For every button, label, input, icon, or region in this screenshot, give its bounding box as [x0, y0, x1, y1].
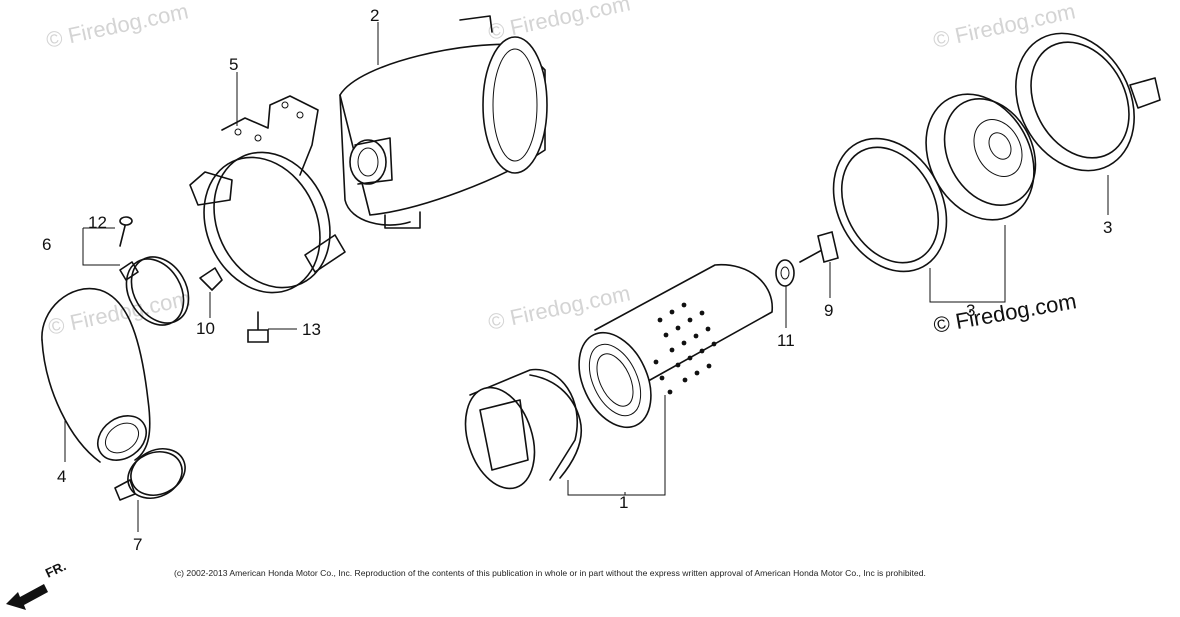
fr-label: FR. [43, 558, 68, 580]
part-7-hose-clamp [114, 448, 186, 501]
leader-lines [64, 22, 1109, 532]
callout-10: 10 [196, 319, 215, 338]
callout-5: 5 [229, 55, 238, 74]
callout-1: 1 [619, 493, 628, 512]
part-3-outer-cover [1015, 32, 1161, 172]
callout-labels: 2 5 12 6 10 13 4 7 1 11 9 3 3 [42, 6, 1112, 554]
part-5-bracket-band [189, 95, 346, 294]
part-9-wing-bolt [799, 230, 839, 264]
callout-9: 9 [824, 301, 833, 320]
callout-2: 2 [370, 6, 379, 25]
callout-13: 13 [302, 320, 321, 339]
part-1-filter-element [464, 264, 773, 490]
callout-12: 12 [88, 213, 107, 232]
watermark-layer: © Firedog.com © Firedog.com © Firedog.co… [44, 0, 1078, 340]
arrow-icon [6, 584, 48, 610]
callout-6: 6 [42, 235, 51, 254]
callout-3-lower: 3 [966, 301, 975, 320]
watermark-top-left: © Firedog.com [44, 0, 191, 53]
part-12-screw [119, 216, 133, 247]
part-13-bolt [247, 311, 269, 343]
part-8-cover-ring [925, 93, 1037, 221]
callout-4: 4 [57, 467, 66, 486]
callout-11: 11 [777, 331, 795, 350]
callout-3-upper: 3 [1103, 218, 1112, 237]
filter-perforations [653, 302, 717, 395]
part-11-washer [775, 259, 795, 287]
part-4-elbow-hose [41, 287, 151, 463]
part-10-wing-nut [199, 267, 223, 291]
copyright-notice: (c) 2002-2013 American Honda Motor Co., … [174, 568, 926, 578]
watermark-center: © Firedog.com [486, 280, 633, 335]
part-2-air-cleaner-case [339, 15, 548, 229]
callout-7: 7 [133, 535, 142, 554]
front-direction-arrow: FR. [6, 558, 68, 610]
part-6-hose-clamp [119, 256, 190, 326]
